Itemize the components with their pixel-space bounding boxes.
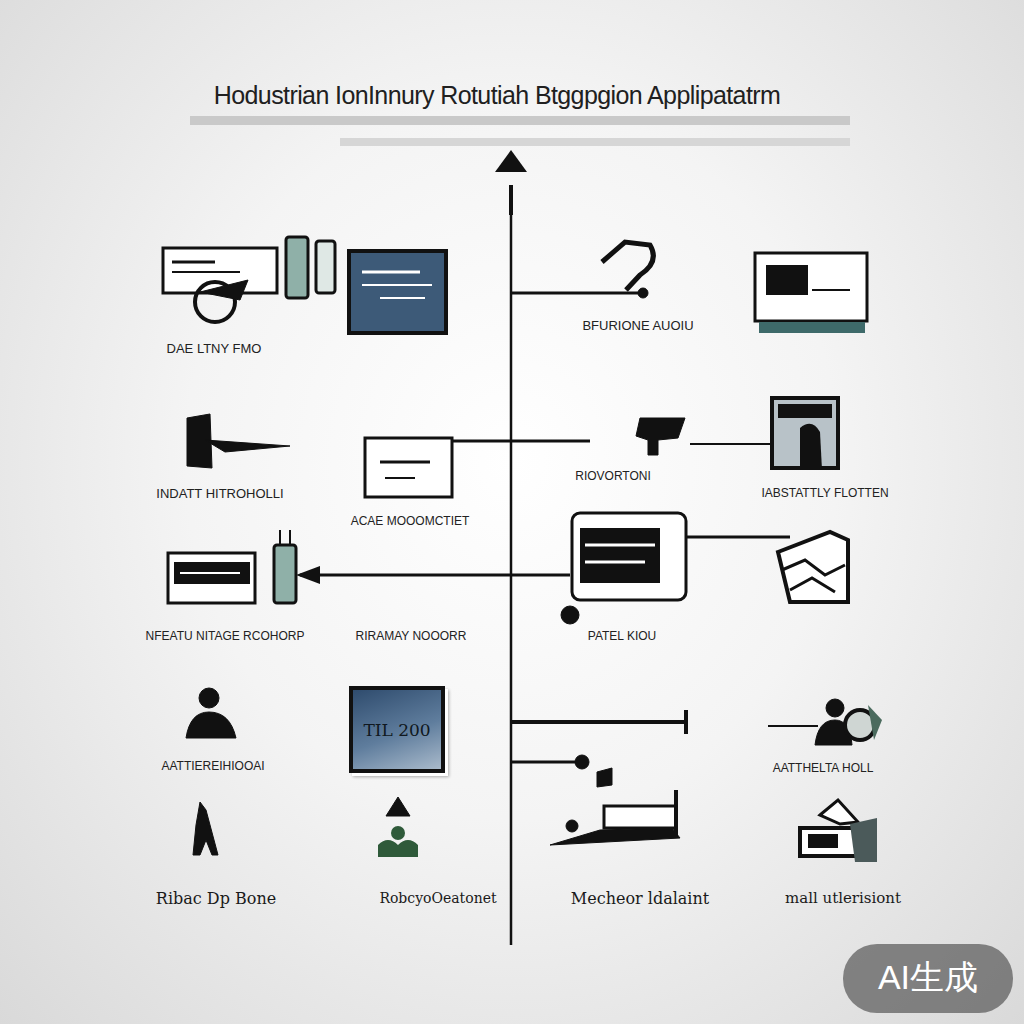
watermark-badge [843,944,1013,1013]
printer-icon [566,820,578,832]
icon-line [180,572,240,574]
monitor-icon [349,251,446,333]
icon-line [380,297,425,299]
icon-block [778,404,832,418]
watermark-text: AI生成 [878,955,978,1001]
machine-icon [850,818,877,862]
panel-icon [365,438,452,497]
screen-text: TIL 200 [363,720,430,740]
axis-line [509,185,513,215]
laptop-icon [755,253,867,321]
icon-line [172,261,215,264]
icon-line [362,284,432,286]
icon-caption: PATEL KIOU [588,629,656,643]
phone-icon [274,545,296,603]
axis-line [510,185,513,945]
icon-line [385,477,415,479]
icon-caption: RIOVORTONI [575,469,651,483]
icon-caption: AATTHELTA HOLL [773,761,874,775]
machine-icon [808,834,838,848]
document-icon [572,513,686,600]
branch-dot [561,606,579,624]
branch-dot [638,288,648,298]
machine-icon [820,800,858,824]
icon-block [766,265,808,295]
icon-line [380,461,430,464]
map-icon [778,532,848,602]
branch-arrowhead [296,566,320,584]
icon-caption: DAE LTNY FMO [167,341,262,356]
hook-icon [602,242,653,290]
icon-caption: mall utlerisiont [785,889,901,907]
device-icon [163,248,277,293]
branch-line [511,761,580,764]
group-icon [391,826,405,840]
icon-line [585,561,645,564]
branch-line [690,443,772,445]
axis-arrowhead [495,150,527,172]
icon-line [768,725,818,727]
diagram-title: Hodustrian IonInnury Rotutiah Btggpgion … [214,81,780,110]
person-icon [826,699,844,717]
camera-icon [868,705,882,740]
person-icon [199,688,219,708]
branch-line [511,720,688,724]
icon-line [585,544,655,547]
icon-line [362,271,420,274]
printer-icon [674,790,678,836]
icon-line [289,530,291,545]
figure-icon [193,802,218,855]
icon-caption: AATTIEREIHIOOAI [161,759,264,773]
phone-icon [286,237,308,298]
map-icon [782,560,845,592]
icon-caption: INDATT HITROHOLLI [156,486,283,501]
monitor-box: TIL 200 [349,686,445,773]
icon-caption: RIRAMAY NOOORR [356,629,467,643]
icon-caption: ACAE MOOOMCTIET [351,514,470,528]
panel-icon [168,553,255,603]
tool-icon [205,440,290,452]
icon-line [812,289,850,291]
icon-caption: BFURIONE AUOIU [582,318,693,333]
icon-caption: NFEATU NITAGE RCOHORP [146,629,305,643]
printer-icon [604,806,676,828]
branch-line [511,292,645,295]
person-icon [186,712,236,738]
branch-dot [575,755,589,769]
icon-caption: IABSTATTLY FLOTTEN [761,486,888,500]
icon-line [279,530,281,545]
group-icon [378,840,418,857]
branch-line [300,574,570,577]
branch-line [684,710,688,734]
icon-block [580,528,660,583]
person-icon [800,424,822,470]
laptop-icon [759,322,865,333]
icon-caption: RobcyoOeatonet [379,890,496,906]
subtitle-blur [190,116,850,125]
branch-line [686,536,790,539]
icon-caption: Ribac Dp Bone [156,889,276,908]
icon-line [172,271,240,273]
gear-icon [200,280,248,300]
robot-icon [636,418,685,455]
icon-block [174,562,250,584]
phone-icon [316,241,335,293]
subtitle-blur [340,138,850,146]
icon-caption: Mecheor ldalaint [571,889,709,908]
printer-icon [597,768,612,787]
triangle-icon [386,797,410,816]
